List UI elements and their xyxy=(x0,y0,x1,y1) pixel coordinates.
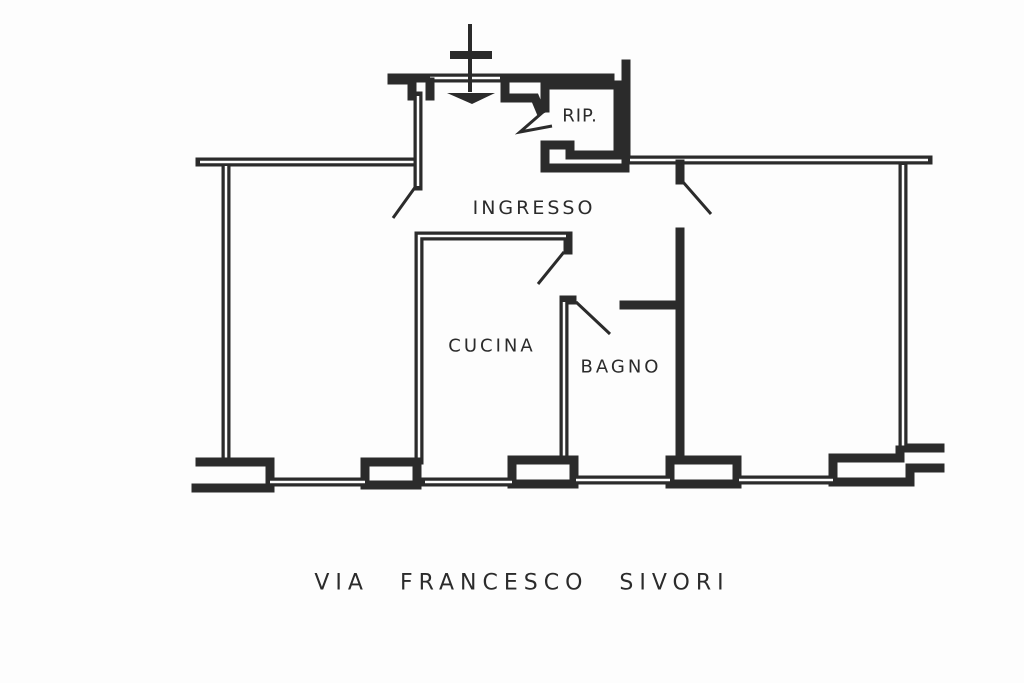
wall-left-apartment xyxy=(195,157,420,467)
door-swing-right xyxy=(681,181,713,215)
door-swing-left xyxy=(391,185,418,219)
doors xyxy=(391,110,713,336)
room-label-ingresso: INGRESSO xyxy=(472,197,596,219)
wall-entrance-left xyxy=(387,75,423,191)
wall-ripostiglio xyxy=(540,80,630,173)
door-swing-cucina xyxy=(536,251,566,285)
room-label-cucina: CUCINA xyxy=(448,335,536,357)
walls xyxy=(191,59,945,493)
room-label-bagno: BAGNO xyxy=(580,356,662,378)
street-label: VIA FRANCESCO SIVORI xyxy=(314,570,730,596)
room-label-rip: RIP. xyxy=(562,105,598,127)
wall-facade xyxy=(191,445,945,493)
door-swing-rip xyxy=(514,110,553,135)
door-swing-bagno xyxy=(574,300,612,336)
wall-entrance-right xyxy=(425,77,546,116)
entrance-arrow-icon xyxy=(447,24,495,104)
